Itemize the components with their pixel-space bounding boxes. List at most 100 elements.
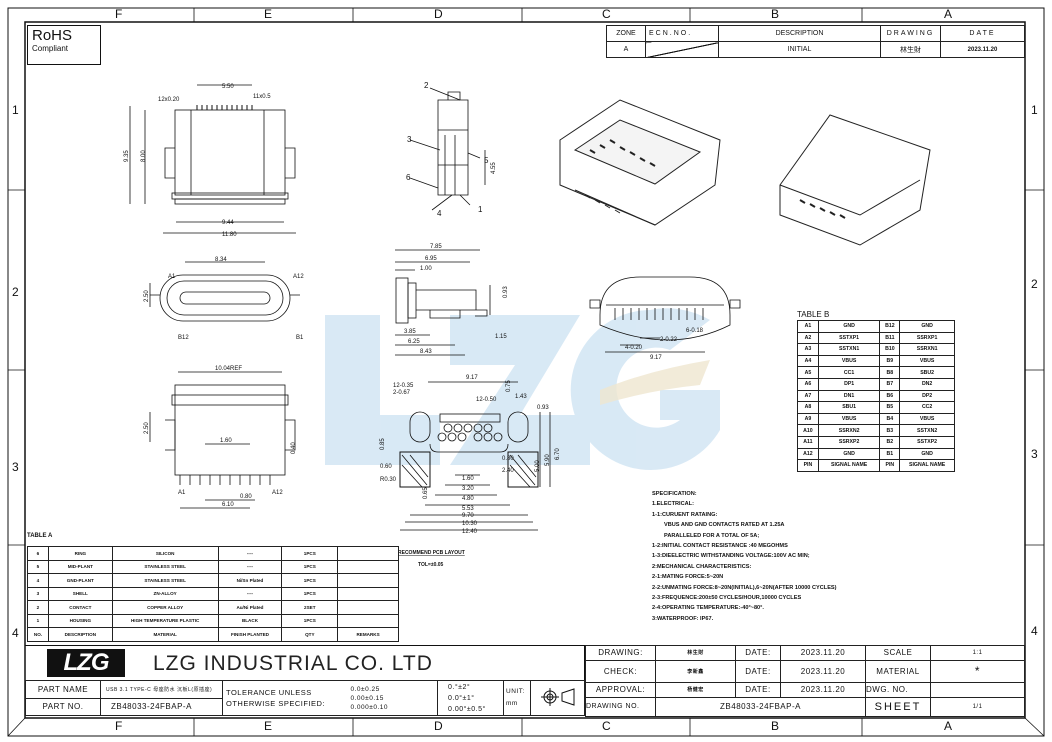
dwg-no-value: [930, 681, 1025, 698]
signal-name-cell: VBUS: [817, 354, 881, 368]
pin-cell: A3: [797, 343, 819, 356]
dim-label: 6-0.18: [686, 328, 704, 334]
check-date: 2023.11.20: [780, 659, 866, 683]
material-value: *: [930, 659, 1025, 683]
unit-label: UNIT:: [506, 688, 525, 695]
row-label-3-right: 3: [1031, 447, 1038, 461]
dim-label: 0.85: [380, 438, 386, 450]
dim-label: 6.70: [555, 448, 561, 460]
dim-label: 0.40: [291, 442, 297, 454]
table-a-cell: RING: [47, 546, 113, 561]
spec-line: 2-3:FREQUENCE:200±50 CYCLES/HOUR,10000 C…: [652, 595, 802, 602]
dim-label: 6.95: [425, 256, 437, 262]
drawing-date: 2023.11.20: [780, 645, 866, 661]
row-label-2-right: 2: [1031, 277, 1038, 291]
spec-line: 2-1:MATING FORCE:5~20N: [652, 574, 724, 581]
part-name-label: PART NAME: [25, 680, 101, 699]
column-label-d: D: [434, 7, 443, 21]
dim-label: 0.80: [240, 494, 252, 500]
table-a-cell: SILICON: [111, 546, 219, 561]
pin-cell: A12: [797, 447, 819, 461]
row-label-1: 1: [12, 103, 19, 117]
callout-label: 2: [424, 81, 429, 90]
table-a-cell: [337, 600, 399, 615]
signal-name-cell: SSTXN1: [817, 343, 881, 356]
table-a-cell: 1: [27, 613, 49, 628]
signal-name-cell: SSTXP1: [817, 331, 881, 345]
column-label-e-bottom: E: [264, 719, 273, 733]
dim-label: 11x0.5: [253, 94, 271, 100]
dim-label: 1.15: [495, 334, 507, 340]
signal-name-cell: DN2: [899, 377, 955, 391]
table-a-cell: 2: [27, 600, 49, 615]
tol-angular-2: 0.0°±1°: [448, 694, 475, 702]
dim-label: 5.50: [222, 84, 234, 90]
row-label-2: 2: [12, 285, 19, 299]
table-a-cell: 3: [27, 586, 49, 601]
rohs-subtitle: Compliant: [32, 44, 69, 53]
dim-label: 12-0.35: [393, 383, 414, 389]
column-label-c: C: [602, 7, 611, 21]
signal-name-cell: SSTXP2: [899, 435, 955, 449]
pin-cell: A1: [797, 320, 819, 333]
tol-angular-1: 0.°±2°: [448, 683, 471, 691]
table-a-cell: QTY: [281, 627, 339, 642]
table-a-cell: MATERIAL: [111, 627, 219, 642]
check-by: 李新鑫: [655, 659, 736, 683]
date-label: DATE:: [735, 645, 781, 661]
rohs-badge: RoHS Compliant: [27, 25, 101, 65]
spec-line: 2-2:UNMATING FORCE:8~20N(INITIAL),6~20N(…: [652, 584, 837, 591]
spec-line: SPECIFICATION:: [652, 491, 697, 497]
company-header: LZG LZG INDUSTRIAL CO. LTD: [25, 645, 585, 680]
dim-label: 4.80: [462, 496, 474, 502]
table-a-cell: 5: [27, 559, 49, 574]
dim-label: 9.17: [650, 355, 662, 361]
dim-label: 2-0.67: [393, 390, 411, 396]
pin-cell: B9: [879, 354, 901, 368]
dim-label: 1.43: [515, 394, 527, 400]
pin-cell: B2: [879, 435, 901, 449]
dim-label: 6.25: [408, 339, 420, 345]
projection-symbol-icon: [530, 680, 585, 716]
table-a-cell: ZN-ALLOY: [111, 586, 219, 601]
drawing-by: 林生財: [655, 645, 736, 661]
iso-view-front: [559, 99, 721, 226]
table-a-cell: 1PCS: [281, 559, 339, 574]
callout-label: 1: [478, 205, 483, 214]
dim-label: 8.34: [215, 257, 227, 263]
column-label-c-bottom: C: [602, 719, 611, 733]
signal-name-cell: GND: [817, 447, 881, 461]
dim-label: 2.40: [502, 468, 514, 474]
table-a-cell: 4: [27, 573, 49, 588]
table-a-cell: ----: [217, 546, 283, 561]
table-a-cell: [337, 546, 399, 561]
drawing-no-label: DRAWING NO.: [585, 696, 656, 718]
column-label-f-bottom: F: [115, 719, 123, 733]
callout-label: 5: [484, 156, 489, 165]
dim-label: 9.70: [462, 513, 474, 519]
approval-date: 2023.11.20: [780, 681, 866, 698]
pin-cell: A9: [797, 412, 819, 426]
signal-name-cell: DP2: [899, 389, 955, 403]
dim-label: 12.40: [462, 529, 478, 535]
spec-line: 1-2:INITIAL CONTACT RESISTANCE :40 MEGOH…: [652, 543, 788, 550]
scale-label: SCALE: [865, 645, 931, 661]
part-no-value: ZB48033-24FBAP-A: [100, 697, 223, 716]
date-label: DATE:: [735, 659, 781, 683]
row-label-4-right: 4: [1031, 624, 1038, 638]
unit-value: mm: [506, 700, 518, 707]
spec-line: PARALLELED FOR A TOTAL OF 5A;: [664, 532, 760, 539]
rev-date: 2023.11.20: [940, 41, 1025, 58]
spec-line: 2:MECHANICAL CHARACTERISTICS:: [652, 563, 752, 570]
spec-line: VBUS AND GND CONTACTS RATED AT 1.25A: [664, 522, 785, 529]
drawing-no-value: ZB48033-24FBAP-A: [655, 696, 866, 718]
